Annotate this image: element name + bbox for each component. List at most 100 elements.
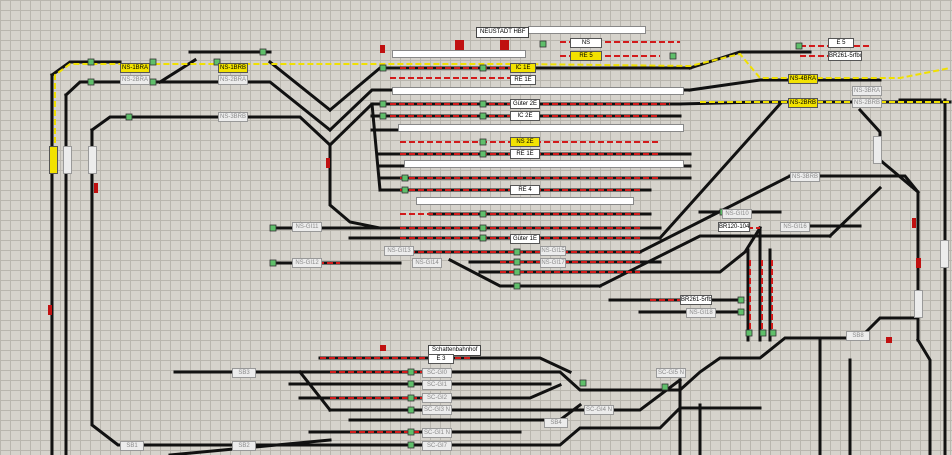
track [657,101,783,241]
buffer-stop-icon [455,40,464,50]
train-label[interactable]: Güter 1E [510,234,540,244]
signal-icon [379,100,387,108]
block-label[interactable]: NS-2BRB [788,98,818,108]
block-label[interactable]: SC-GI4 N [584,405,614,415]
route [54,52,951,170]
track [157,57,198,85]
block-label[interactable]: NS [570,38,602,48]
block-label[interactable]: SC-GI5 N [656,368,686,378]
train-label[interactable]: RE 1E [510,75,536,85]
train-label[interactable]: RE 5 [570,51,602,61]
block-label[interactable]: SC-GI0 [422,368,452,378]
block-label[interactable]: SC-GI2 [422,393,452,403]
stop-signal-icon [94,183,98,193]
block-label-vertical[interactable] [88,146,97,174]
train-label[interactable]: NS 2E [510,137,540,147]
track [447,257,602,288]
platform [392,87,684,95]
block-label[interactable]: SB2 [232,441,256,451]
block-label-vertical[interactable] [873,136,882,164]
block-label[interactable]: SC-GI1 [422,380,452,390]
train-label[interactable]: E 5 [828,38,854,48]
block-label[interactable]: SB4 [544,418,568,428]
block-label[interactable]: SC-GI3 N [422,405,452,415]
signal-icon [745,329,753,337]
train-label[interactable]: Güter 2E [510,99,540,109]
block-label[interactable]: NS-4BRA [788,74,818,84]
block-label[interactable]: NS-3BRA [852,86,882,96]
block-label[interactable]: NS-GI18 [686,308,716,318]
signal-icon [407,394,415,402]
block-label[interactable]: NS-GI11 [292,222,322,232]
block-label[interactable]: NS-2BRA [120,75,150,85]
signal-icon [769,329,777,337]
signal-icon [513,268,521,276]
train-label[interactable]: IC 2E [510,111,540,121]
track [90,128,302,447]
block-label[interactable]: NS-GI12 [292,258,322,268]
signals [87,40,803,449]
signal-icon [87,78,95,86]
block-label[interactable]: SC-GI1 N [422,428,452,438]
track [857,107,920,342]
track [49,60,122,78]
signal-icon [379,112,387,120]
track [298,406,762,447]
signal-icon [661,383,669,391]
block-label[interactable]: NS-1BRB [218,63,248,73]
block-label[interactable]: NS-2BRB [852,98,882,108]
platform [398,124,684,132]
signal-icon [737,308,745,316]
station-title: NEUSTADT HBF [476,27,530,38]
signal-icon [87,58,95,66]
signal-icon [259,48,267,56]
stop-signal-icon [912,218,916,228]
signal-icon [479,210,487,218]
block-label[interactable]: NS-1BRA [120,63,150,73]
block-label-vertical[interactable] [63,146,72,174]
track [597,234,832,289]
signal-icon [737,296,745,304]
train-label[interactable]: RE 1E [510,149,540,159]
block-label[interactable]: NS-GI15 [540,246,566,256]
block-label-vertical[interactable] [940,240,949,268]
train-label[interactable]: E 3 [428,354,454,364]
block-label[interactable]: NS-GI10 [722,209,752,219]
block-label[interactable]: SB8 [846,331,870,341]
block-label-vertical[interactable] [49,146,58,174]
signal-icon [269,259,277,267]
track [688,50,812,70]
signal-icon [479,224,487,232]
train-label[interactable]: BR261-5rfbo [680,295,712,305]
block-label[interactable]: SC-GI7 [422,441,452,451]
track [827,185,883,239]
block-label[interactable]: NS-GI16 [780,222,810,232]
train-label[interactable]: BR120-104 [718,222,750,232]
stop-signal-icon [48,305,52,315]
platform [392,50,526,58]
track [915,337,932,455]
block-label[interactable]: NS-3BRB [790,172,820,182]
block-label[interactable]: SB1 [120,441,144,451]
signal-icon [125,113,133,121]
signal-icon [479,138,487,146]
track [118,80,333,133]
block-label[interactable]: NS-3BRB [218,112,248,122]
block-label[interactable]: NS-GI17 [540,258,566,268]
train-label[interactable]: BR261-5rfbo [828,51,862,61]
track [637,173,793,255]
block-label[interactable]: SB3 [232,368,256,378]
train-label[interactable]: RE 4 [510,185,540,195]
track [818,316,920,340]
signal-icon [479,150,487,158]
block-label[interactable]: NS-GI14 [412,258,442,268]
train-label[interactable]: IC 1E [510,63,536,73]
signal-icon [479,64,487,72]
track [678,358,852,455]
track [63,80,122,98]
block-label[interactable]: NS-2BRA [218,75,248,85]
block-label-vertical[interactable] [914,290,923,318]
block-label[interactable]: NS-GI13 [384,246,414,256]
